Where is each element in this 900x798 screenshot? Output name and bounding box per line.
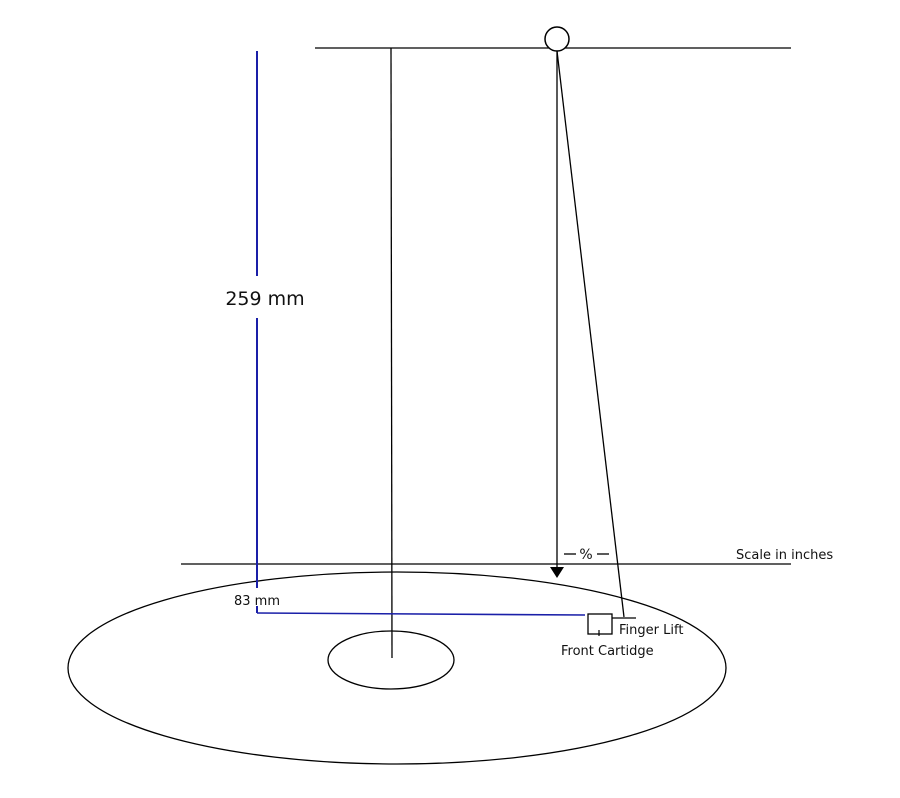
pivot-arrow-head [550, 567, 564, 578]
dimension-horizontal [256, 612, 586, 616]
offset-distance-label: 83 mm [234, 594, 280, 609]
pivot-circle [544, 26, 570, 52]
record-platter-ellipse [67, 571, 727, 765]
front-cartridge-label: Front Cartidge [561, 644, 654, 659]
spindle-axis-line [390, 47, 393, 659]
cartridge-box [587, 613, 613, 635]
angle-marker-text: % [579, 547, 592, 563]
scale-note-label: Scale in inches [736, 548, 833, 563]
tonearm-line [556, 50, 625, 618]
record-label-ellipse [327, 630, 455, 690]
overhang-length-label: 259 mm [225, 288, 304, 310]
finger-lift-label: Finger Lift [619, 623, 683, 638]
